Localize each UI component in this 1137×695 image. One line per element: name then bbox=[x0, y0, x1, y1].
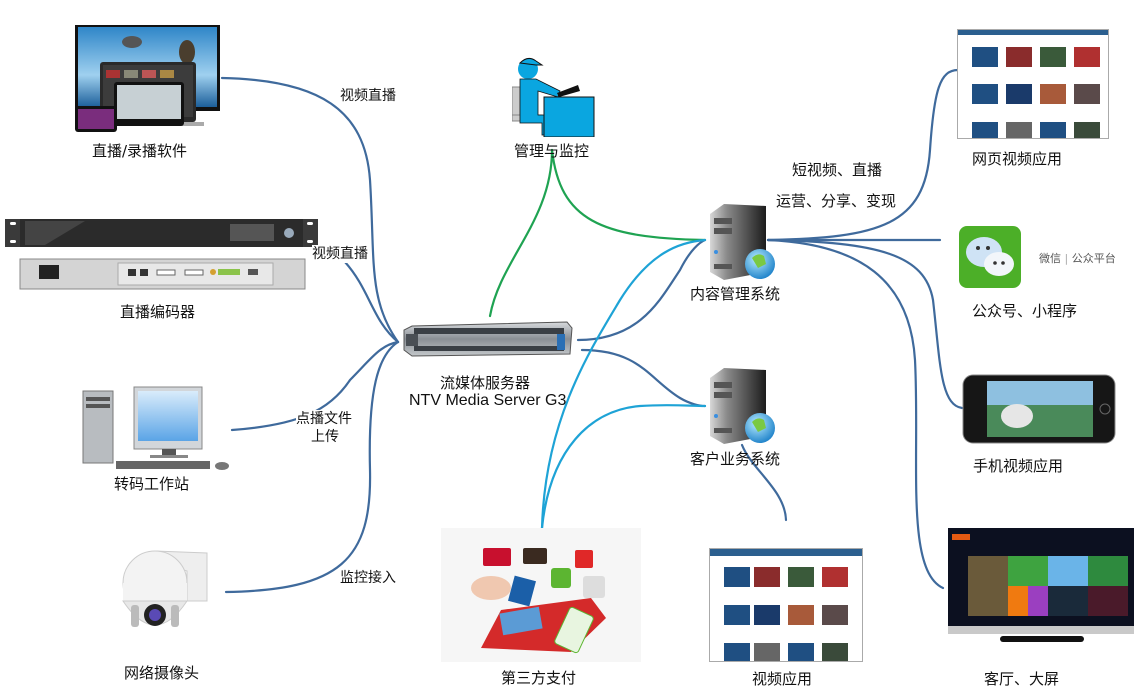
link-live-software bbox=[220, 76, 400, 344]
link-pay-cms bbox=[540, 238, 707, 530]
link-transcode bbox=[230, 340, 400, 432]
node-wechat[interactable] bbox=[959, 226, 1021, 288]
server-globe-icon bbox=[710, 204, 775, 280]
rack-server-icon bbox=[403, 321, 573, 357]
wechat-brand-sub: 公众平台 bbox=[1071, 252, 1116, 265]
node-web-video-app[interactable] bbox=[957, 29, 1109, 139]
node-mobile-app[interactable] bbox=[962, 374, 1116, 444]
link-customer-videoapp bbox=[740, 443, 788, 522]
wechat-brand: 微信 | 公众平台 bbox=[1039, 250, 1116, 266]
label-network-camera: 网络摄像头 bbox=[124, 664, 200, 682]
link-cms-mobile bbox=[766, 238, 964, 410]
label-media-server-cn: 流媒体服务器 bbox=[440, 374, 531, 392]
label-customer-system: 客户业务系统 bbox=[690, 450, 781, 468]
edge-label-live-encoder: 视频直播 bbox=[312, 245, 368, 263]
link-mgmt-server bbox=[488, 148, 554, 318]
edge-label-live-software: 视频直播 bbox=[340, 87, 396, 105]
label-web-video-app: 网页视频应用 bbox=[972, 150, 1063, 168]
web-video-grid-icon bbox=[710, 549, 862, 661]
node-management[interactable] bbox=[511, 57, 596, 138]
smart-tv-icon bbox=[948, 528, 1134, 642]
brand-divider: | bbox=[1064, 252, 1069, 265]
rack-encoder-icon bbox=[5, 219, 318, 290]
edge-label-cms-1: 短视频、直播 bbox=[792, 161, 883, 179]
node-media-server[interactable] bbox=[402, 320, 574, 358]
node-customer-system[interactable] bbox=[704, 366, 776, 446]
web-video-grid-icon bbox=[958, 30, 1108, 138]
link-live-encoder bbox=[343, 260, 400, 344]
link-cms-tv bbox=[766, 238, 945, 590]
node-video-app[interactable] bbox=[709, 548, 863, 662]
payment-terminal-icon bbox=[471, 548, 606, 654]
link-camera bbox=[224, 340, 400, 594]
link-mgmt-cms bbox=[550, 148, 707, 242]
edge-label-transcode-1: 点播文件 bbox=[296, 410, 352, 428]
label-transcode-station: 转码工作站 bbox=[114, 475, 190, 493]
label-wechat: 公众号、小程序 bbox=[972, 302, 1078, 320]
wechat-brand-name: 微信 bbox=[1039, 252, 1061, 265]
edge-label-camera: 监控接入 bbox=[340, 569, 396, 587]
node-transcode-station[interactable] bbox=[80, 385, 230, 471]
link-server-cms bbox=[576, 238, 707, 342]
label-living-room-tv: 客厅、大屏 bbox=[984, 670, 1060, 688]
label-media-server-en: NTV Media Server G3 bbox=[409, 392, 567, 409]
node-cms[interactable] bbox=[704, 202, 776, 282]
label-cms: 内容管理系统 bbox=[690, 285, 781, 303]
link-server-customer bbox=[580, 348, 707, 408]
operator-at-desk-icon bbox=[511, 57, 595, 138]
node-network-camera[interactable] bbox=[115, 543, 215, 645]
label-third-party-pay: 第三方支付 bbox=[501, 669, 577, 687]
desktop-computer-icon bbox=[82, 386, 229, 470]
label-live-software: 直播/录播软件 bbox=[92, 142, 188, 160]
link-pay-customer bbox=[540, 404, 707, 530]
multi-screen-devices-icon bbox=[75, 25, 220, 132]
node-live-software[interactable] bbox=[72, 22, 222, 134]
node-third-party-pay[interactable] bbox=[441, 528, 641, 662]
edge-label-cms-2: 运营、分享、变现 bbox=[776, 192, 897, 210]
smartphone-icon bbox=[962, 374, 1116, 444]
label-live-encoder: 直播编码器 bbox=[120, 303, 196, 321]
label-mobile-app: 手机视频应用 bbox=[973, 457, 1064, 475]
server-globe-icon bbox=[710, 368, 775, 444]
link-cms-web bbox=[766, 68, 960, 242]
edge-label-transcode-2: 上传 bbox=[311, 428, 339, 446]
node-living-room-tv[interactable] bbox=[948, 528, 1134, 648]
node-live-encoder[interactable] bbox=[5, 219, 320, 291]
label-management: 管理与监控 bbox=[514, 142, 590, 160]
ptz-camera-icon bbox=[122, 550, 208, 627]
wechat-icon bbox=[959, 226, 1021, 288]
label-video-app: 视频应用 bbox=[752, 670, 813, 688]
